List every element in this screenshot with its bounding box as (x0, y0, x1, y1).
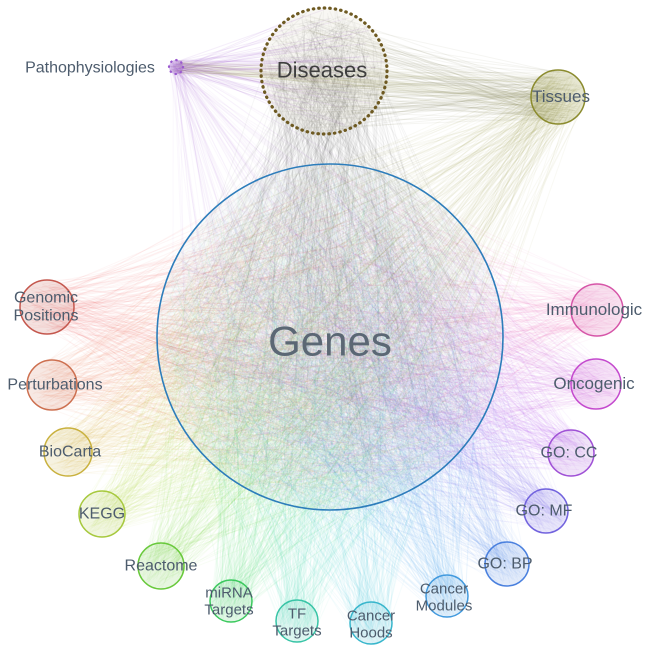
edge-bundle-go_mf-genes (167, 170, 568, 534)
label-go_bp: GO: BP (477, 556, 532, 573)
node-layer (19, 6, 624, 645)
label-genes: Genes (268, 318, 392, 365)
label-reactome: Reactome (125, 558, 198, 575)
node-cancer_modules[interactable] (425, 574, 469, 618)
node-diseases[interactable] (259, 6, 389, 136)
edge-bundle-reactome-genes (138, 181, 499, 589)
node-kegg[interactable] (78, 490, 126, 538)
label-diseases: Diseases (277, 58, 367, 83)
edge-bundle-tissues-genes (169, 70, 584, 506)
edge-bundle-genomic_positions-genes (19, 175, 490, 490)
edge-bundle-oncogenic-genes (171, 164, 621, 507)
label-biocarta: BioCarta (39, 444, 101, 461)
edge-bundle-immunologic-genes (162, 167, 621, 511)
label-go_cc: GO: CC (541, 445, 598, 462)
node-tissues[interactable] (530, 69, 586, 125)
edge-bundle-cancer_modules-genes (161, 164, 494, 616)
edge-bundle-pathophysiologies-genes (169, 60, 496, 505)
edge-bundle-tissues-pathophysiologies (170, 60, 583, 121)
label-layer: Genes Diseases PathophysiologiesTissuesGen… (7, 58, 642, 642)
node-genomic_positions[interactable] (19, 279, 75, 335)
node-go_cc[interactable] (547, 429, 595, 477)
label-pathophysiologies: Pathophysiologies (25, 60, 155, 77)
edge-bundle-diseases-tissues (265, 14, 582, 132)
edge-bundle-kegg-genes (79, 170, 489, 537)
label-perturbations: Perturbations (7, 377, 102, 394)
edge-bundle-biocarta-genes (45, 170, 503, 498)
node-reactome[interactable] (137, 542, 185, 590)
edge-bundle-diseases-genes (162, 10, 502, 503)
node-go_mf[interactable] (523, 488, 569, 534)
node-cancer_hoods[interactable] (349, 601, 393, 645)
node-pathophysiologies[interactable] (167, 58, 185, 76)
edge-bundle-diseases-diseases (262, 9, 381, 134)
node-oncogenic[interactable] (570, 358, 622, 410)
node-mirna_targets[interactable] (209, 579, 253, 623)
node-biocarta[interactable] (43, 427, 93, 477)
edge-bundle-diseases-pathophysiologies (169, 8, 386, 126)
label-kegg: KEGG (79, 506, 125, 523)
edge-layer (19, 8, 621, 644)
edge-bundle-tf_targets-genes (161, 169, 494, 642)
node-genes[interactable] (156, 163, 504, 511)
edge-bundle-go_bp-genes (157, 172, 529, 584)
node-tf_targets[interactable] (275, 599, 319, 643)
node-go_bp[interactable] (484, 541, 530, 587)
node-perturbations[interactable] (26, 359, 78, 411)
label-go_mf: GO: MF (516, 503, 573, 520)
node-immunologic[interactable] (570, 283, 624, 337)
label-oncogenic: Oncogenic (553, 374, 635, 393)
edge-bundle-perturbations-genes (28, 170, 502, 508)
label-tissues: Tissues (532, 87, 590, 106)
edge-bundle-mirna_targets-genes (164, 168, 499, 620)
label-immunologic: Immunologic (546, 300, 643, 319)
edge-bundle-go_cc-genes (157, 165, 593, 486)
